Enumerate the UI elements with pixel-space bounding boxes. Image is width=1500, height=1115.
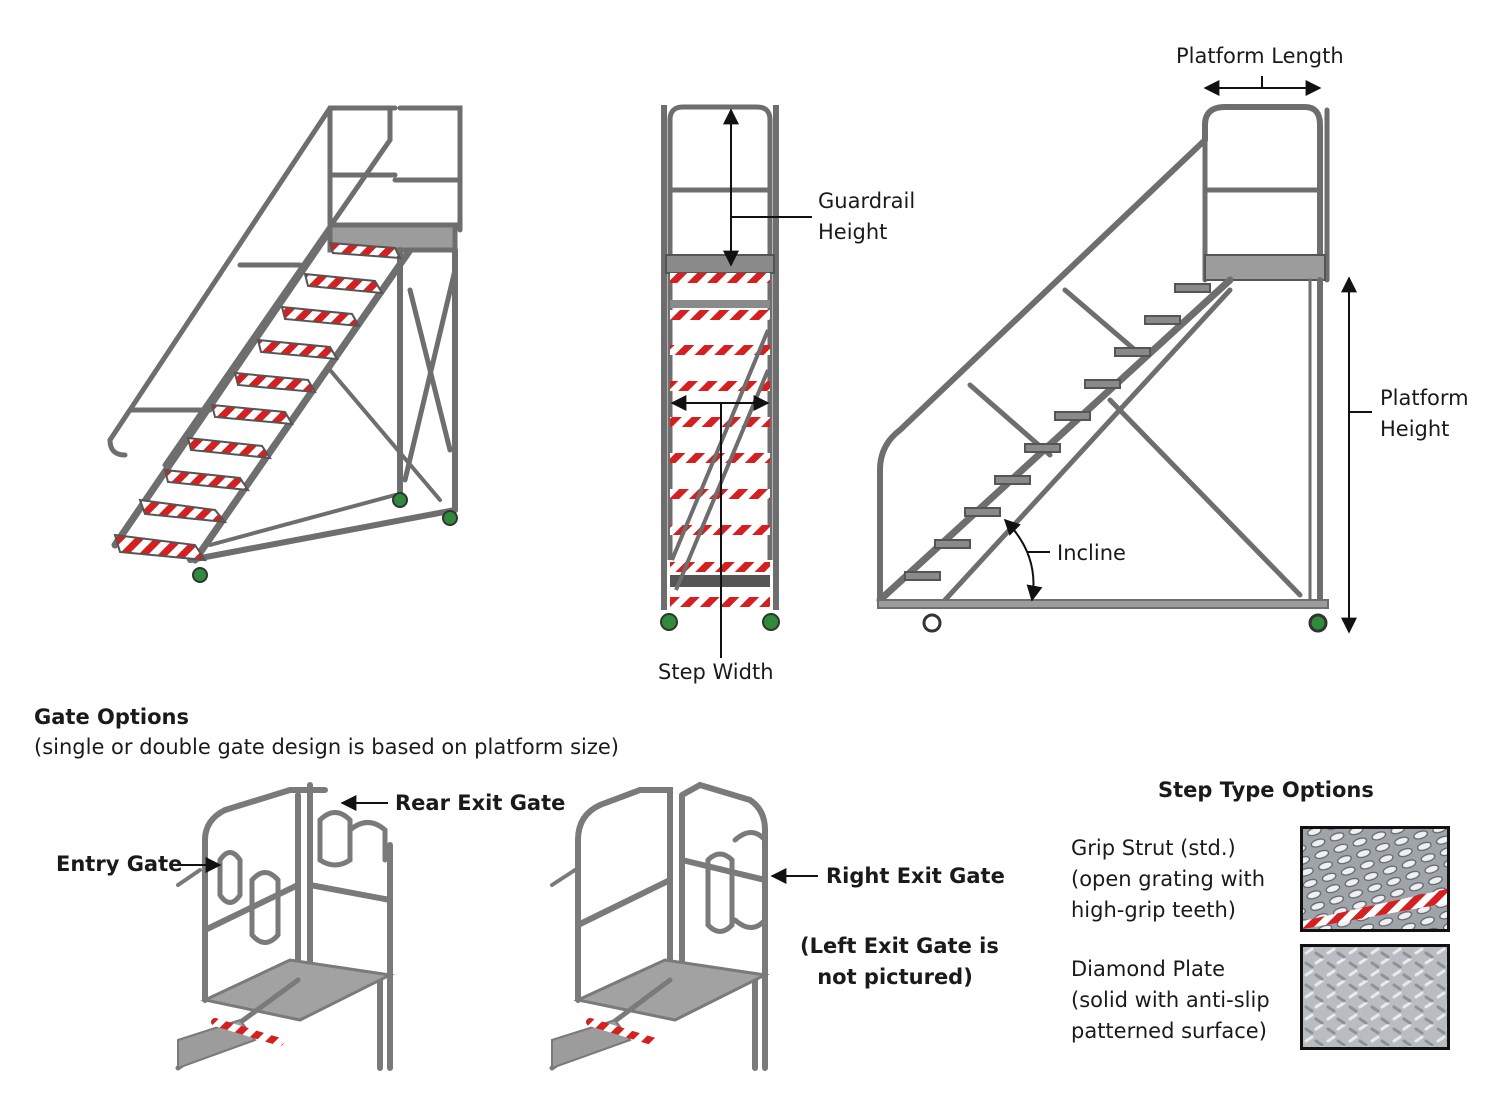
side-view-wheels <box>922 613 1328 633</box>
left-exit-note-line2: not pictured) <box>817 965 973 989</box>
platform-length-label: Platform Length <box>1176 44 1344 68</box>
platform-height-label-line2: Height <box>1380 417 1450 441</box>
diamond-plate-detail-2: patterned surface) <box>1071 1019 1267 1043</box>
incline-label: Incline <box>1057 541 1126 565</box>
entry-gate-label: Entry Gate <box>56 852 183 876</box>
right-exit-gate-label: Right Exit Gate <box>826 864 1005 888</box>
grip-strut-detail-2: high-grip teeth) <box>1071 898 1236 922</box>
grip-strut-detail-1: (open grating with <box>1071 867 1266 891</box>
grip-strut-swatch <box>1300 826 1450 932</box>
isometric-ladder <box>107 105 463 564</box>
isometric-steps <box>113 241 402 562</box>
side-view-dimensions <box>1003 76 1372 634</box>
platform-height-label-line1: Platform <box>1380 386 1469 410</box>
isometric-wheels <box>192 492 458 583</box>
gate-view-1-pointers <box>180 795 388 873</box>
gate-options-title: Gate Options <box>34 705 189 729</box>
diamond-plate-name: Diamond Plate <box>1071 957 1226 981</box>
diamond-plate-description: Diamond Plate (solid with anti-slip patt… <box>1071 954 1270 1047</box>
side-view-steps <box>904 283 1211 581</box>
diamond-plate-swatch <box>1300 944 1450 1050</box>
gate-view-entry-rear <box>175 782 395 1071</box>
guardrail-height-label-line2: Height <box>818 220 888 244</box>
grip-strut-description: Grip Strut (std.) (open grating with hig… <box>1071 833 1265 926</box>
grip-strut-name: Grip Strut (std.) <box>1071 836 1236 860</box>
rear-exit-gate-label: Rear Exit Gate <box>395 791 566 815</box>
gate-view-right <box>549 781 770 1071</box>
left-exit-note-line1: (Left Exit Gate is <box>800 934 999 958</box>
front-view-dimensions <box>670 108 812 658</box>
guardrail-height-label-line1: Guardrail <box>818 189 916 213</box>
step-width-label: Step Width <box>658 660 774 684</box>
gate-options-subtitle: (single or double gate design is based o… <box>34 735 619 759</box>
side-view-ladder <box>876 104 1330 609</box>
step-type-options-title: Step Type Options <box>1158 778 1374 802</box>
diamond-plate-detail-1: (solid with anti-slip <box>1071 988 1270 1012</box>
